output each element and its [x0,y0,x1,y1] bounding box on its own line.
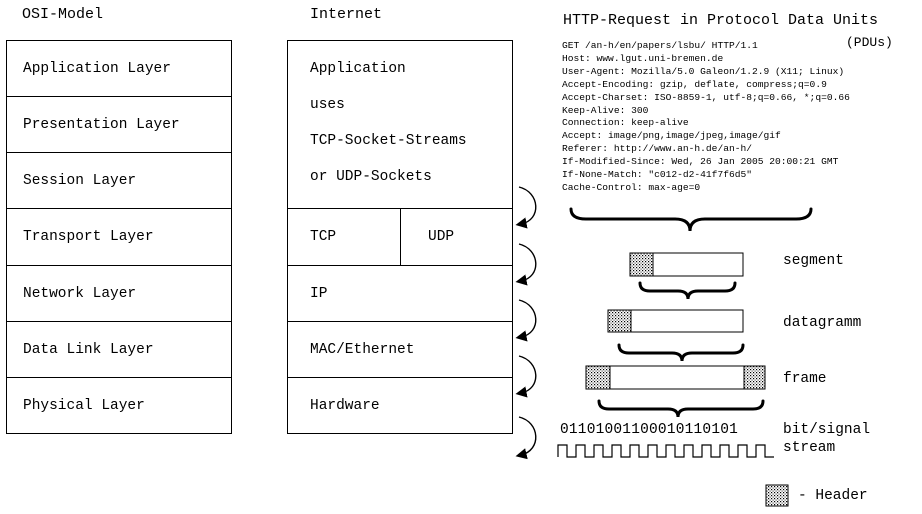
osi-layer-stack: Application Layer Presentation Layer Ses… [6,40,232,434]
internet-layer-stack: Application uses TCP-Socket-Streams or U… [287,40,513,434]
internet-datalink-layer: MAC/Ethernet [288,322,512,378]
application-line-1: Application [310,61,406,77]
bitstream-label-line-2: stream [783,440,836,456]
osi-transport-layer: Transport Layer [7,209,231,266]
datagram-header [607,309,632,333]
http-line: User-Agent: Mozilla/5.0 Galeon/1.2.9 (X1… [562,65,845,77]
pdu-subtitle: (PDUs) [846,35,893,50]
internet-physical-layer: Hardware [310,398,380,414]
osi-presentation-layer: Presentation Layer [7,97,231,153]
http-line: Referer: http://www.an-h.de/an-h/ [562,143,752,155]
encapsulation-arrow-2 [515,243,537,286]
application-line-2: uses [310,97,345,113]
osi-network-layer: Network Layer [7,266,231,322]
pdu-title: HTTP-Request in Protocol Data Units [563,12,879,29]
segment-label: segment [783,253,844,269]
application-line-4: or UDP-Sockets [310,169,432,185]
segment-header [629,252,654,277]
osi-session-layer: Session Layer [7,153,231,209]
encapsulation-arrow-3 [515,299,537,342]
encapsulation-arrow-4 [515,355,537,398]
osi-application-layer: Application Layer [7,41,231,97]
signal-waveform [557,444,774,458]
http-line: Accept: image/png,image/jpeg,image/gif [562,130,781,142]
http-line: Keep-Alive: 300 [562,104,649,116]
segment-brace [638,281,737,300]
encapsulation-arrow-1 [515,186,537,229]
http-brace [569,207,813,232]
datagram-brace [617,343,745,362]
http-line: GET /an-h/en/papers/lsbu/ HTTP/1.1 [562,40,758,51]
http-line: Cache-Control: max-age=0 [562,181,701,193]
frame-brace [597,399,765,418]
http-line: Host: www.lgut.uni-bremen.de [562,52,724,64]
http-line: Accept-Encoding: gzip, deflate, compress… [562,78,827,90]
http-line: If-Modified-Since: Wed, 26 Jan 2005 20:0… [562,156,839,168]
datagram-label: datagramm [783,315,862,331]
internet-network-layer: IP [288,266,512,322]
header-legend-swatch [765,484,789,507]
bitstream-label-line-1: bit/signal [783,422,871,438]
internet-transport-layer: TCP UDP [288,209,512,266]
frame-label: frame [783,371,827,387]
http-line: If-None-Match: "c012-d2-41f7f6d5" [562,169,752,181]
osi-physical-layer: Physical Layer [23,398,145,414]
header-legend-label: - Header [798,488,868,504]
application-line-3: TCP-Socket-Streams [310,133,467,149]
bit-sequence: 01101001100010110101 [560,422,739,438]
udp-cell: UDP [428,229,455,245]
osi-model-title: OSI-Model [22,6,104,23]
http-line: Accept-Charset: ISO-8859-1, utf-8;q=0.66… [562,91,850,103]
frame-header [585,365,611,390]
osi-data-link-layer: Data Link Layer [7,322,231,378]
frame-trailer [743,365,766,390]
encapsulation-arrow-5 [515,416,537,460]
internet-application-layer: Application uses TCP-Socket-Streams or U… [288,41,512,209]
frame-box [585,365,766,390]
tcp-cell: TCP [288,209,401,265]
internet-title: Internet [310,6,383,23]
http-line: Connection: keep-alive [562,117,689,129]
